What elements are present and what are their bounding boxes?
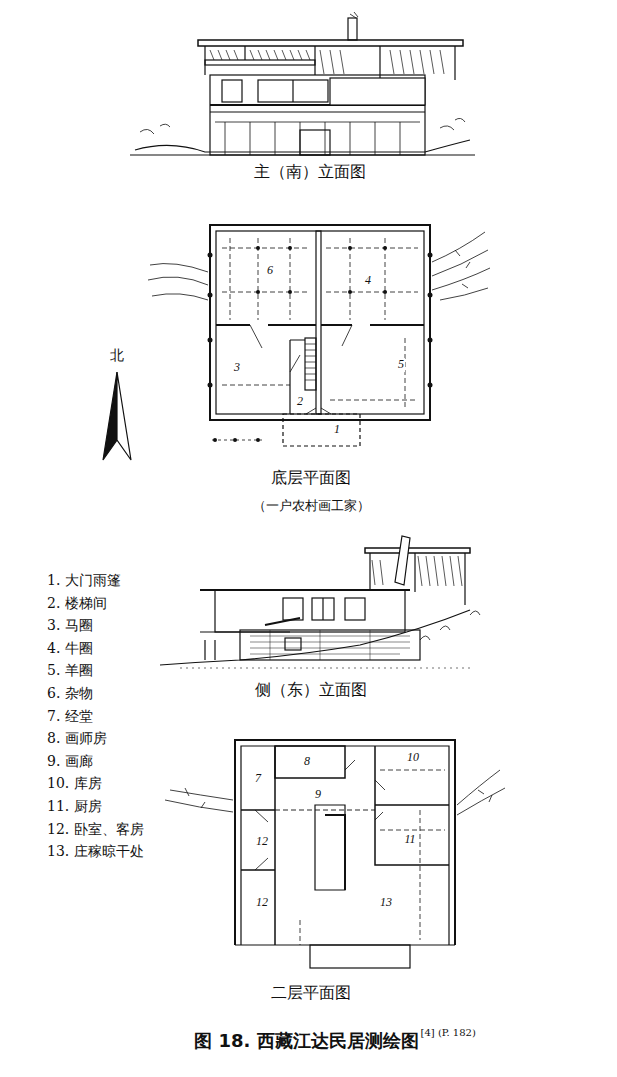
legend-item: 3. 马圈: [47, 617, 93, 633]
south-elevation: [130, 12, 475, 155]
legend-item: 5. 羊圈: [47, 662, 93, 678]
room-number: 6: [266, 264, 274, 278]
legend-item: 13. 庄稼晾干处: [47, 843, 144, 859]
room-number: 5: [397, 358, 405, 372]
drawing-title: 侧（东）立面图: [255, 681, 367, 699]
room-number: 4: [364, 274, 372, 288]
legend-item: 8. 画师房: [47, 730, 107, 746]
room-number: 12: [255, 896, 269, 910]
room-number: 13: [379, 896, 393, 910]
drawing-title: 北: [110, 347, 124, 363]
legend-item: 11. 厨房: [47, 798, 102, 814]
citation-superscript: [4] (P. 182): [421, 1027, 476, 1039]
room-number: 2: [296, 395, 304, 409]
east-elevation: [160, 536, 480, 668]
legend-item: 1. 大门雨篷: [47, 572, 121, 588]
second-floor-plan: [165, 740, 505, 968]
room-number: 1: [333, 423, 341, 437]
room-number: 11: [403, 833, 416, 847]
room-number: 9: [314, 788, 322, 802]
drawing-title: 底层平面图: [271, 469, 351, 487]
north-arrow: [103, 372, 131, 460]
drawing-title: 二层平面图: [271, 984, 351, 1002]
legend-item: 12. 卧室、客房: [47, 821, 144, 837]
room-number: 7: [254, 772, 262, 786]
legend-item: 10. 库房: [47, 775, 102, 791]
legend-item: 7. 经堂: [47, 708, 93, 724]
legend-item: 2. 楼梯间: [47, 595, 107, 611]
legend-item: 4. 牛圈: [47, 640, 93, 656]
room-number: 3: [233, 361, 241, 375]
drawing-title: （一户农村画工家）: [253, 499, 370, 514]
room-number: 8: [303, 755, 311, 769]
drawing-title: 主（南）立面图: [254, 163, 366, 181]
room-number: 12: [255, 835, 269, 849]
ground-floor-plan: [148, 225, 490, 446]
legend-item: 6. 杂物: [47, 685, 93, 701]
figure-caption: 图 18. 西藏江达民居测绘图: [194, 1031, 418, 1052]
legend-item: 9. 画廊: [47, 753, 93, 769]
room-number: 10: [406, 751, 420, 765]
